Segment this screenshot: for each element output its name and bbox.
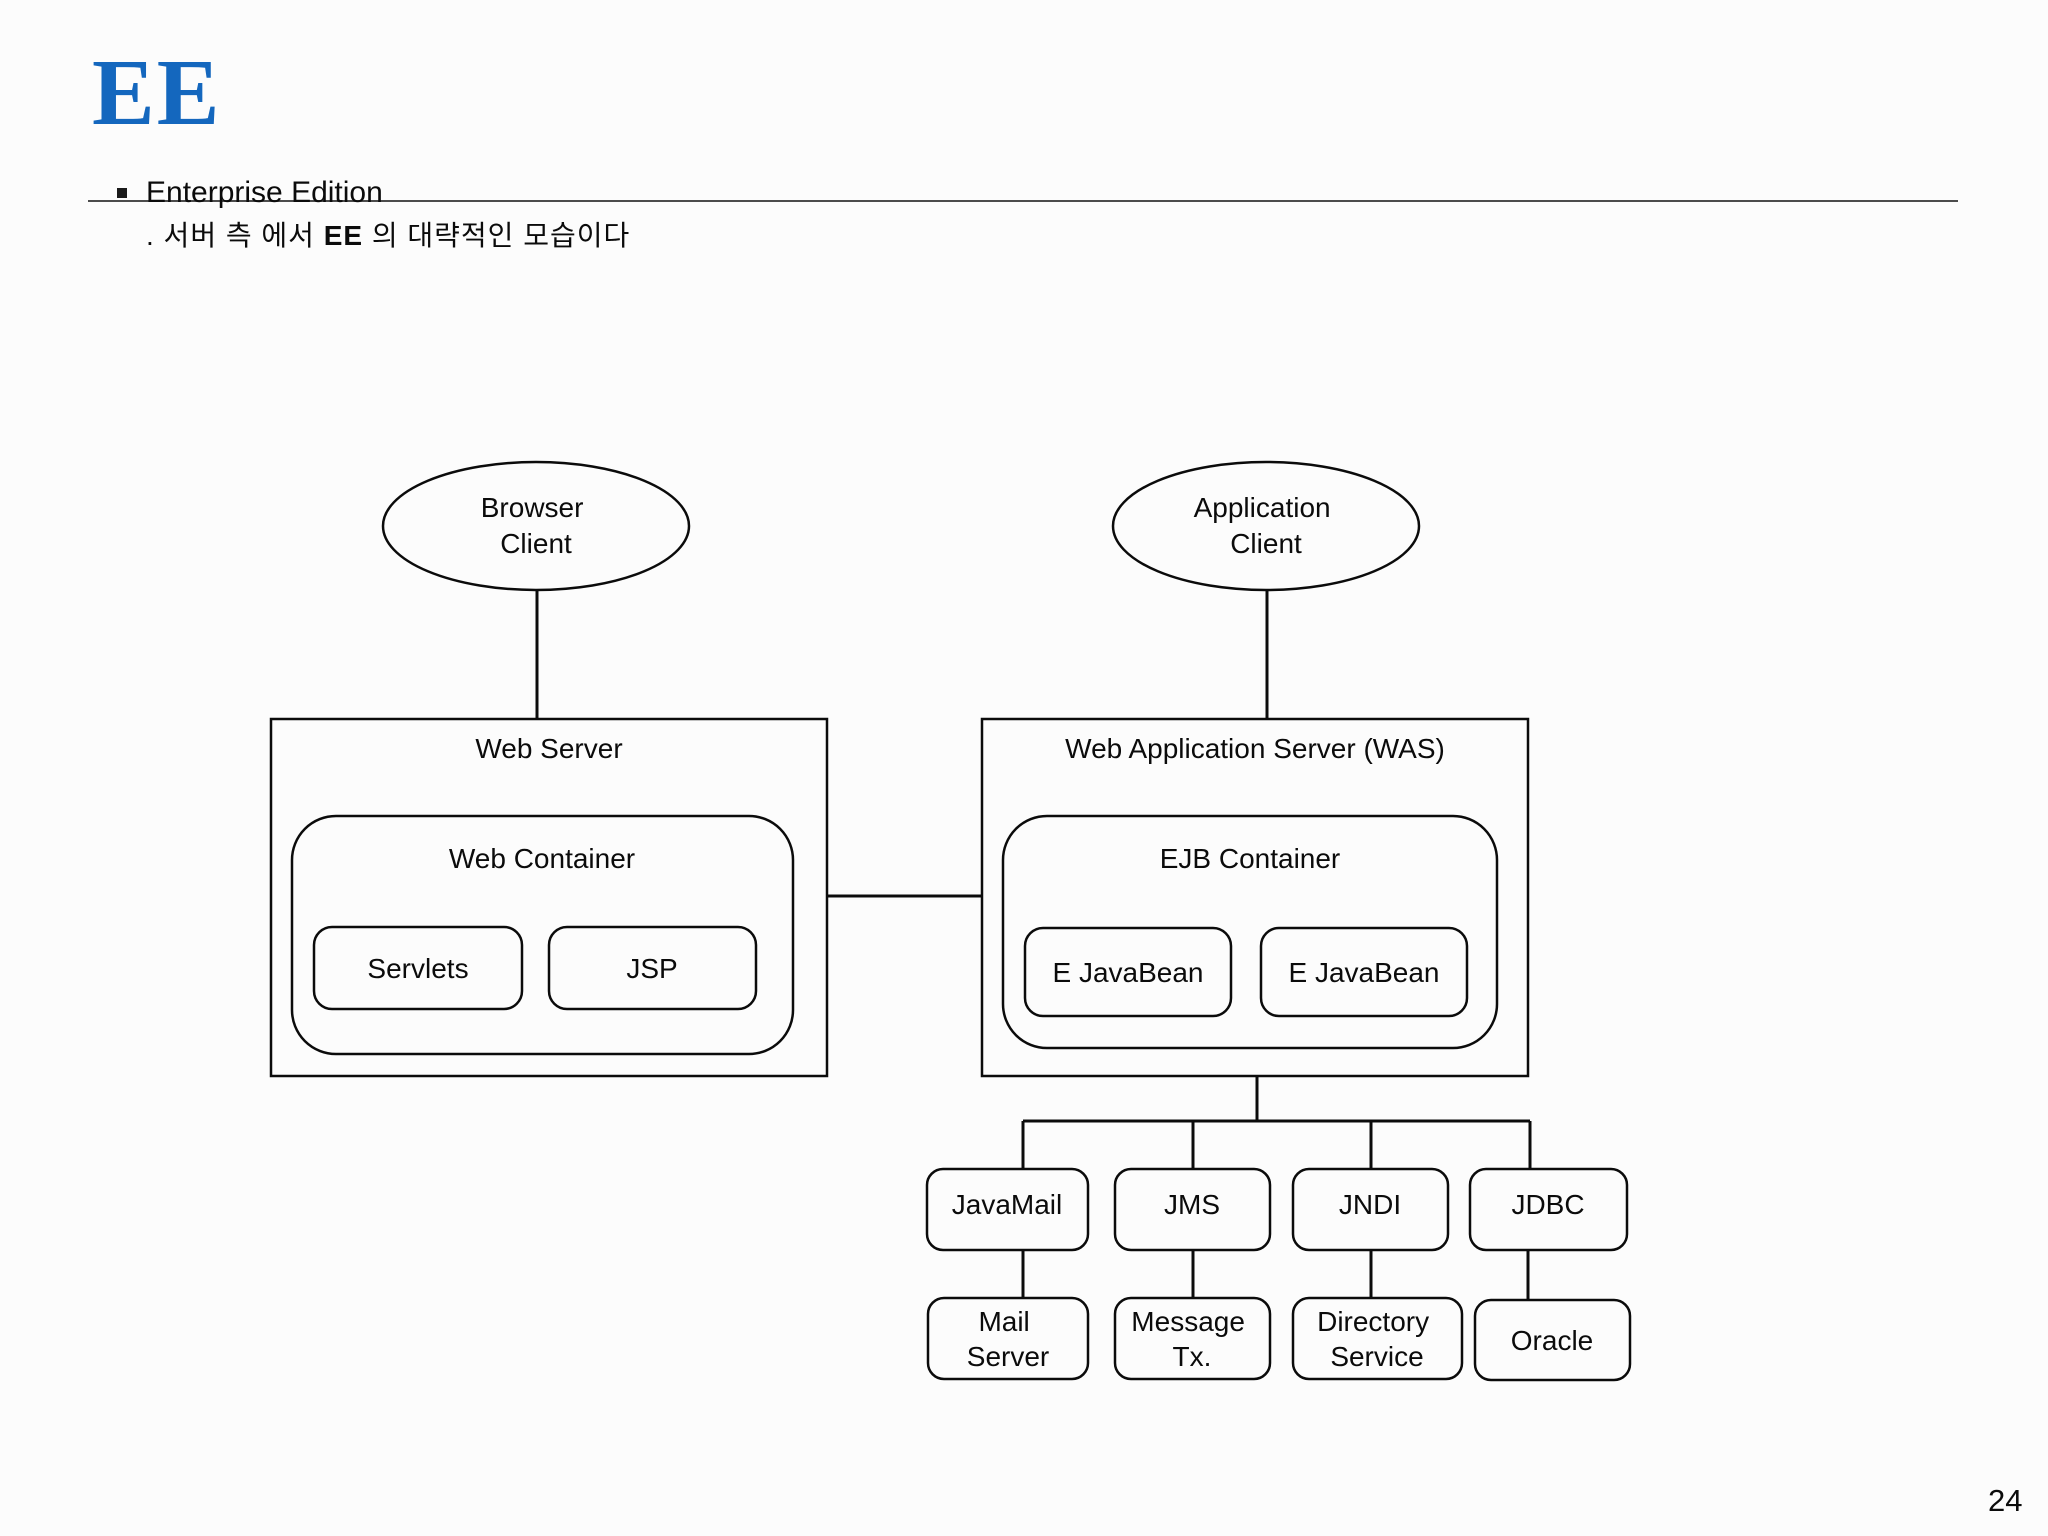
directory-service-line2: Service [1330, 1341, 1423, 1372]
application-client-label: Application Client [1194, 492, 1339, 559]
mail-server-line2: Server [967, 1341, 1049, 1372]
jdbc-box [1468, 1167, 1629, 1252]
mail-server-label: Mail Server [967, 1306, 1049, 1372]
browser-client-label: Browser Client [481, 492, 591, 559]
page-number: 24 [1988, 1483, 2023, 1518]
ejb-bean2-label: E JavaBean [1289, 957, 1440, 988]
jsp-label: JSP [626, 953, 677, 984]
sub-bullet-bold: EE [323, 220, 364, 251]
sub-bullet-text: . 서버 측 에서 EE 의 대략적인 모습이다 [146, 214, 630, 254]
directory-service-label: Directory Service [1317, 1306, 1437, 1372]
message-tx-box [1113, 1296, 1272, 1381]
browser-client-ellipse [381, 460, 691, 592]
browser-client-line2: Client [500, 528, 572, 559]
message-tx-line1: Message [1131, 1306, 1245, 1337]
bullet-text: Enterprise Edition [146, 176, 383, 209]
ejb-bean2-box [1259, 926, 1469, 1018]
bullet-square-icon [117, 188, 127, 198]
was-box [980, 717, 1530, 1078]
was-title: Web Application Server (WAS) [1065, 733, 1445, 764]
servlets-box [312, 925, 524, 1011]
directory-service-box [1291, 1296, 1464, 1381]
servlets-label: Servlets [367, 953, 468, 984]
web-server-title: Web Server [475, 733, 622, 764]
browser-client-line1: Browser [481, 492, 584, 523]
web-server-box [269, 717, 829, 1078]
application-client-line1: Application [1194, 492, 1331, 523]
jdbc-label: JDBC [1511, 1189, 1584, 1220]
oracle-box [1473, 1298, 1632, 1382]
web-container-box [290, 814, 795, 1056]
application-client-ellipse [1111, 460, 1421, 592]
javamail-box [925, 1167, 1090, 1252]
message-tx-label: Message Tx. [1131, 1306, 1252, 1372]
mail-server-line1: Mail [978, 1306, 1029, 1337]
javamail-label: JavaMail [952, 1189, 1062, 1220]
jndi-label: JNDI [1339, 1189, 1401, 1220]
bullet-row: Enterprise Edition [117, 176, 383, 210]
directory-service-line1: Directory [1317, 1306, 1429, 1337]
web-container-title: Web Container [449, 843, 635, 874]
ejb-bean1-box [1023, 926, 1233, 1018]
oracle-label: Oracle [1511, 1325, 1593, 1356]
message-tx-line2: Tx. [1173, 1341, 1212, 1372]
ejb-container-box [1001, 814, 1499, 1050]
ejb-container-title: EJB Container [1160, 843, 1341, 874]
mail-server-box [926, 1296, 1090, 1381]
jms-label: JMS [1164, 1189, 1220, 1220]
application-client-line2: Client [1230, 528, 1302, 559]
title-divider [88, 200, 1958, 202]
sub-bullet-suffix: 의 대략적인 모습이다 [363, 220, 631, 251]
sub-bullet-prefix: . 서버 측 에서 [146, 220, 324, 251]
slide-title: EE [92, 41, 222, 145]
ejb-bean1-label: E JavaBean [1053, 957, 1204, 988]
jsp-box [547, 925, 758, 1011]
